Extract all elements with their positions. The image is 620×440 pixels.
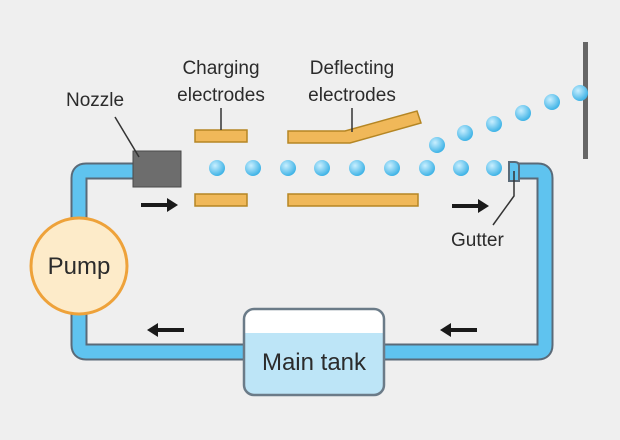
nozzle-label: Nozzle	[66, 90, 124, 111]
right-arrow-icon	[452, 199, 489, 213]
ink-droplet	[280, 160, 296, 176]
deflecting-label-line2: electrodes	[308, 85, 396, 106]
ink-droplet	[384, 160, 400, 176]
left-arrow-icon	[147, 323, 184, 337]
ink-droplet	[349, 160, 365, 176]
pump-label: Pump	[48, 253, 111, 280]
charging-label-line2: electrodes	[177, 85, 265, 106]
print-target	[583, 42, 588, 159]
flow-arrows	[141, 198, 489, 337]
gutter-leader	[492, 171, 515, 226]
ink-droplet	[419, 160, 435, 176]
ink-droplet	[544, 94, 560, 110]
ink-droplet	[486, 116, 502, 132]
deflecting-label-line1: Deflecting	[310, 58, 395, 79]
nozzle-leader	[114, 116, 140, 158]
gutter-label: Gutter	[451, 230, 504, 251]
charging-label-line1: Charging	[182, 58, 259, 79]
pump	[29, 216, 129, 316]
main-tank-label: Main tank	[262, 349, 367, 376]
ink-droplet	[429, 137, 445, 153]
ink-droplet	[314, 160, 330, 176]
left-arrow-icon	[440, 323, 477, 337]
nozzle-icon	[132, 150, 182, 188]
ink-droplets	[209, 85, 588, 176]
deflecting-electrodes	[287, 110, 422, 207]
ink-droplet	[457, 125, 473, 141]
right-arrow-icon	[141, 198, 178, 212]
ink-droplet	[572, 85, 588, 101]
ink-droplet	[486, 160, 502, 176]
ink-droplet	[245, 160, 261, 176]
leader-lines	[114, 108, 515, 226]
ink-droplet	[515, 105, 531, 121]
ink-droplet	[209, 160, 225, 176]
ink-droplet	[453, 160, 469, 176]
main-tank	[242, 307, 386, 397]
